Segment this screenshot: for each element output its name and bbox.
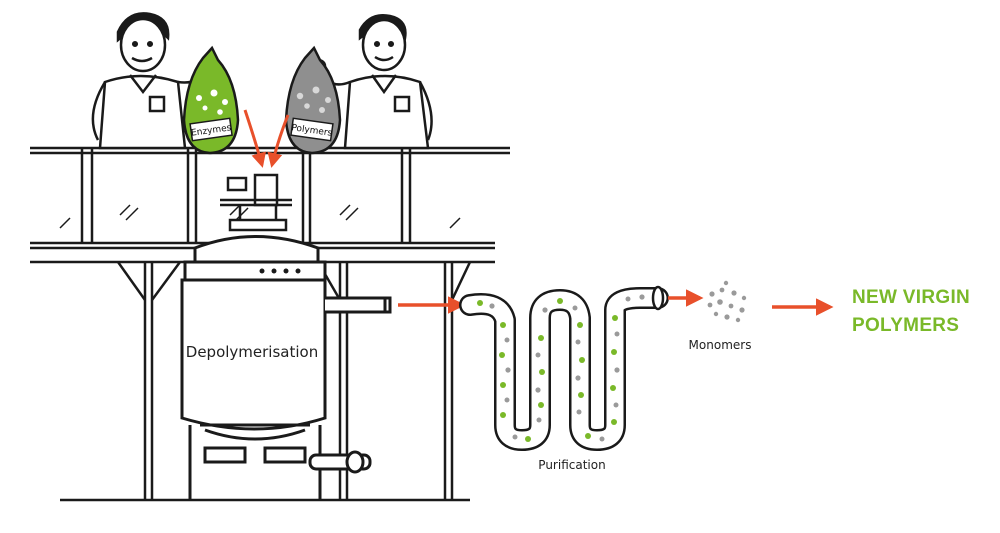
- monomers-label: Monomers: [689, 338, 752, 352]
- polymers-bag: Polymers: [284, 45, 342, 155]
- monomer-particles: [707, 280, 747, 323]
- reactor-top: [220, 173, 292, 232]
- purification-label: Purification: [538, 458, 605, 472]
- scientist-right: [309, 14, 433, 150]
- output-title-line1: NEW VIRGIN: [852, 287, 970, 308]
- purification-tube: [459, 285, 669, 451]
- input-arrows: [243, 109, 290, 168]
- reactor-vessel: [180, 235, 392, 500]
- enzymes-bag: Enzymes: [182, 45, 240, 155]
- output-title-line2: POLYMERS: [852, 315, 959, 336]
- reactor-label: Depolymerisation: [186, 343, 318, 361]
